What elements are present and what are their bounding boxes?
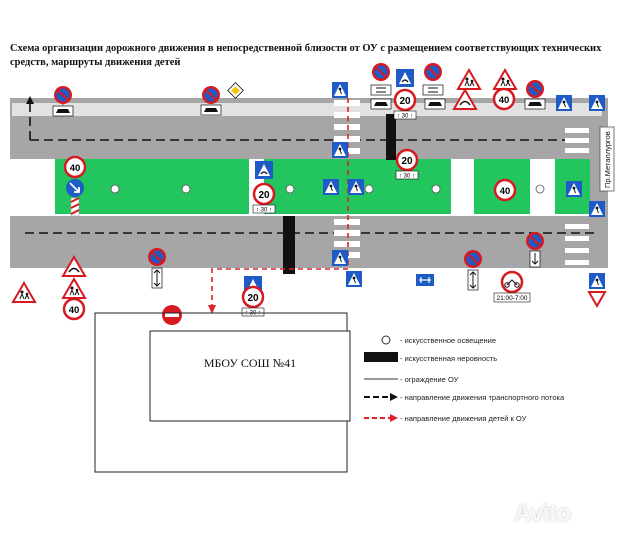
pedestrian-crossing-sign-icon bbox=[588, 272, 606, 290]
legend-traffic-direction-label: - направление движения транспортного пот… bbox=[400, 393, 565, 402]
speed-limit-20-sign-icon: 20 bbox=[395, 148, 419, 172]
children-warning-sign-icon bbox=[493, 69, 517, 90]
road-south bbox=[10, 216, 608, 268]
pedestrian-crossing-sign-icon bbox=[565, 180, 583, 198]
down-arrow-plate-icon bbox=[529, 250, 541, 268]
yield-sign-icon bbox=[587, 291, 607, 309]
distance-plate-icon: ↑ 30 ↑ bbox=[241, 307, 265, 317]
speed-limit-40-sign-icon: 40 bbox=[492, 87, 516, 111]
no-motorcycles-sign-icon bbox=[500, 270, 524, 294]
no-entry-sign-icon bbox=[162, 305, 182, 325]
speed-bump-north bbox=[386, 114, 396, 160]
speed-bump-info-sign-icon bbox=[395, 68, 415, 88]
legend-fence-label: - ограждение ОУ bbox=[400, 375, 459, 384]
avito-watermark: Avito bbox=[514, 500, 571, 527]
svg-text:20: 20 bbox=[247, 293, 259, 304]
speed-limit-20-sign-icon: 20 bbox=[252, 182, 276, 206]
speed-limit-40-sign-icon: 40 bbox=[62, 297, 86, 321]
parking-plate-icon bbox=[524, 98, 546, 110]
distance-plate-icon: ↑ 30 ↑ bbox=[395, 170, 419, 180]
svg-text:20: 20 bbox=[399, 96, 411, 107]
pedestrian-crossing-sign-icon bbox=[588, 94, 606, 112]
svg-text:21:00-7:00: 21:00-7:00 bbox=[496, 295, 527, 302]
children-warning-sign-icon bbox=[457, 69, 481, 90]
keep-right-sign-icon bbox=[66, 179, 84, 197]
speed-limit-20-sign-icon: 20 bbox=[241, 285, 265, 309]
legend-lighting-label: - искусственное освещение bbox=[400, 336, 497, 345]
pedestrian-crossing-sign-icon bbox=[345, 270, 363, 288]
time-plate-icon: 21:00-7:00 bbox=[493, 292, 531, 303]
parking-plate-icon bbox=[370, 98, 392, 110]
school-building bbox=[149, 330, 351, 422]
pedestrian-crossing-sign-icon bbox=[588, 200, 606, 218]
distance-plate-icon: ↑ 30 ↑ bbox=[252, 204, 276, 214]
parking-plate-icon bbox=[200, 104, 222, 116]
speed-bump-info-sign-icon bbox=[254, 160, 274, 180]
svg-text:↑ 30 ↑: ↑ 30 ↑ bbox=[397, 114, 413, 120]
no-stopping-sign-icon bbox=[463, 249, 483, 269]
svg-text:40: 40 bbox=[70, 163, 81, 174]
no-stopping-sign-icon bbox=[371, 62, 391, 82]
pedestrian-crossing-sign-icon bbox=[322, 178, 340, 196]
legend-speed-bump-label: - искусственная неровность bbox=[400, 354, 498, 363]
traffic-flow-lines bbox=[25, 104, 595, 234]
street-lights bbox=[110, 184, 545, 194]
parking-direction-plate-icon bbox=[370, 84, 392, 96]
no-stopping-sign-icon bbox=[147, 247, 167, 267]
no-stopping-sign-icon bbox=[525, 79, 545, 99]
svg-text:↑ 30 ↑: ↑ 30 ↑ bbox=[256, 208, 272, 214]
speed-limit-40-sign-icon: 40 bbox=[63, 155, 87, 179]
pedestrian-crossing-sign-icon bbox=[331, 81, 349, 99]
street-name-label: Пр.Металлургов bbox=[603, 131, 612, 188]
svg-text:40: 40 bbox=[500, 186, 511, 197]
school-name-label: МБОУ СОШ №41 bbox=[203, 356, 297, 370]
traffic-arrow-icon bbox=[26, 96, 34, 104]
parking-plate-icon bbox=[424, 98, 446, 110]
speed-bump-south bbox=[283, 216, 295, 274]
route-arrow-icon bbox=[208, 305, 216, 314]
zebra-crossing-east bbox=[565, 128, 589, 265]
svg-text:20: 20 bbox=[401, 156, 413, 167]
no-stopping-sign-icon bbox=[423, 62, 443, 82]
two-way-plate-icon bbox=[467, 269, 479, 291]
legend-children-route-label: - направление движения детей к ОУ bbox=[400, 414, 527, 423]
delineator-post bbox=[70, 197, 80, 217]
legend bbox=[364, 335, 398, 422]
distance-plate-icon: ↑ 30 ↑ bbox=[393, 110, 417, 120]
two-way-plate-icon bbox=[151, 267, 163, 289]
pedestrian-crossing-sign-icon bbox=[555, 94, 573, 112]
speed-limit-20-sign-icon: 20 bbox=[393, 88, 417, 112]
parking-plate-icon bbox=[52, 105, 74, 117]
pedestrian-crossing-sign-icon bbox=[331, 141, 349, 159]
speed-limit-40-sign-icon: 40 bbox=[493, 178, 517, 202]
svg-text:40: 40 bbox=[69, 305, 80, 316]
no-stopping-sign-icon bbox=[201, 85, 221, 105]
diagram-title: Схема организации дорожного движения в н… bbox=[10, 43, 602, 68]
svg-text:↑ 30 ↑: ↑ 30 ↑ bbox=[399, 174, 415, 180]
street-name-plate bbox=[599, 126, 615, 192]
priority-road-sign-icon bbox=[227, 82, 244, 99]
bus-stop-plate-icon bbox=[416, 274, 434, 286]
children-warning-sign-icon bbox=[12, 282, 36, 303]
pedestrian-crossing-sign-icon bbox=[347, 178, 365, 196]
no-stopping-sign-icon bbox=[525, 231, 545, 251]
svg-text:20: 20 bbox=[258, 190, 270, 201]
svg-text:40: 40 bbox=[499, 95, 510, 106]
children-warning-sign-icon bbox=[62, 278, 86, 299]
pedestrian-crossing-sign-icon bbox=[331, 249, 349, 267]
parking-direction-plate-icon bbox=[422, 84, 444, 96]
